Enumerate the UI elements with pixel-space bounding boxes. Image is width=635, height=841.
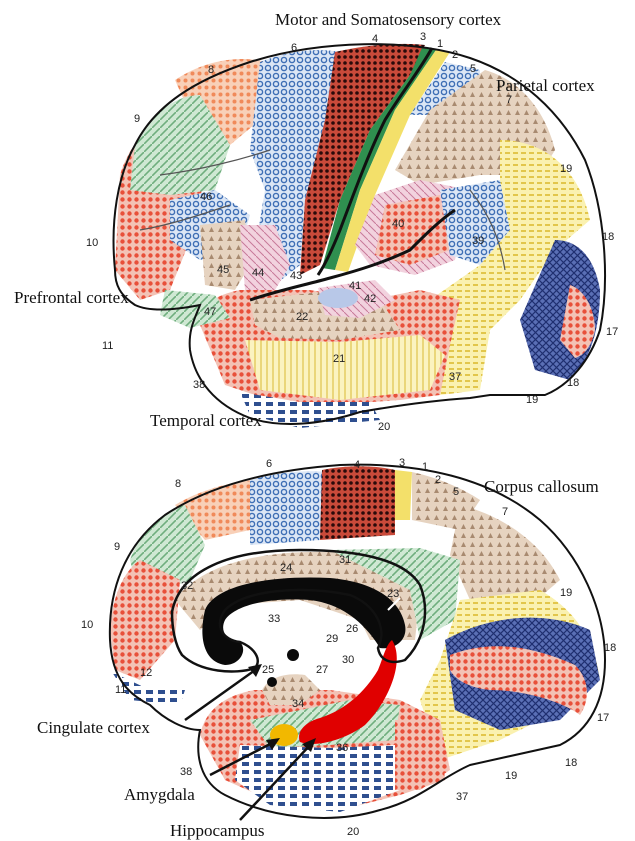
lat-area-9: 9 xyxy=(134,113,140,125)
fornix-dot xyxy=(267,677,277,687)
lat-area-10: 10 xyxy=(86,237,98,249)
med-area-9: 9 xyxy=(114,541,120,553)
region-m-area20-dashed xyxy=(235,745,400,812)
lat-area-21: 21 xyxy=(333,353,345,365)
lat-area-44: 44 xyxy=(252,267,264,279)
med-area-38: 38 xyxy=(180,766,192,778)
lat-area-22: 22 xyxy=(296,311,308,323)
label-temporal: Temporal cortex xyxy=(150,411,262,430)
med-area-8: 8 xyxy=(175,478,181,490)
label-cingulate: Cingulate cortex xyxy=(37,718,150,737)
lat-area-45: 45 xyxy=(217,264,229,276)
lat-area-47: 47 xyxy=(204,306,216,318)
med-area-1: 1 xyxy=(422,461,428,473)
med-area-30: 30 xyxy=(342,654,354,666)
label-parietal: Parietal cortex xyxy=(496,76,595,95)
med-area-27: 27 xyxy=(316,664,328,676)
med-area-29: 29 xyxy=(326,633,338,645)
med-area-2: 2 xyxy=(435,474,441,486)
med-area-5: 5 xyxy=(453,486,459,498)
lat-area-8: 8 xyxy=(208,64,214,76)
region-m-area6-blue xyxy=(250,471,325,545)
med-area-36: 36 xyxy=(336,742,348,754)
medial-view xyxy=(110,465,605,818)
label-corpus-callosum: Corpus callosum xyxy=(484,477,599,496)
lat-area-38: 38 xyxy=(193,379,205,391)
med-area-19b: 19 xyxy=(505,770,517,782)
lat-area-18a: 18 xyxy=(602,231,614,243)
lat-area-39: 39 xyxy=(472,235,484,247)
lat-area-5: 5 xyxy=(470,63,476,75)
med-area-12: 12 xyxy=(140,667,152,679)
region-m-area3-yellow xyxy=(395,470,412,520)
med-area-3: 3 xyxy=(399,457,405,469)
lat-area-4: 4 xyxy=(372,33,378,45)
label-motor-somatosensory: Motor and Somatosensory cortex xyxy=(275,10,502,29)
lat-area-2: 2 xyxy=(452,49,458,61)
med-area-20: 20 xyxy=(347,826,359,838)
lat-area-11: 11 xyxy=(102,340,113,352)
region-m-prefrontal-red xyxy=(110,560,180,680)
anterior-commissure xyxy=(287,649,299,661)
med-area-26: 26 xyxy=(346,623,358,635)
lat-area-7: 7 xyxy=(506,94,512,106)
lateral-view xyxy=(114,44,605,428)
med-area-24: 24 xyxy=(280,562,292,574)
med-area-17: 17 xyxy=(597,712,609,724)
lat-area-37: 37 xyxy=(449,371,461,383)
lat-area-40: 40 xyxy=(392,218,404,230)
med-area-11: 11 xyxy=(115,684,126,696)
label-hippocampus: Hippocampus xyxy=(170,821,264,840)
region-area21-yellow xyxy=(245,335,445,400)
lat-area-19a: 19 xyxy=(560,163,572,175)
label-amygdala: Amygdala xyxy=(124,785,195,804)
lat-area-18b: 18 xyxy=(567,377,579,389)
lat-area-1: 1 xyxy=(437,38,443,50)
med-area-10: 10 xyxy=(81,619,93,631)
lat-area-42: 42 xyxy=(364,293,376,305)
med-area-31: 31 xyxy=(339,554,351,566)
lat-area-17: 17 xyxy=(606,326,618,338)
label-prefrontal: Prefrontal cortex xyxy=(14,288,129,307)
med-area-33: 33 xyxy=(268,613,280,625)
med-area-18a: 18 xyxy=(604,642,616,654)
lat-area-43: 43 xyxy=(290,270,302,282)
med-area-19a: 19 xyxy=(560,587,572,599)
med-area-18b: 18 xyxy=(565,757,577,769)
med-area-25: 25 xyxy=(262,664,274,676)
region-m-area4-dark xyxy=(320,466,395,540)
lat-area-20: 20 xyxy=(378,421,390,433)
med-area-4: 4 xyxy=(354,459,360,471)
med-area-23: 23 xyxy=(387,588,399,600)
med-area-32: 32 xyxy=(181,580,193,592)
lat-area-41: 41 xyxy=(349,280,361,292)
med-area-7: 7 xyxy=(502,506,508,518)
lat-area-19b: 19 xyxy=(526,394,538,406)
med-area-6: 6 xyxy=(266,458,272,470)
lat-area-46: 46 xyxy=(200,191,212,203)
med-area-34: 34 xyxy=(292,698,304,710)
med-area-37: 37 xyxy=(456,791,468,803)
lat-area-3: 3 xyxy=(420,31,426,43)
lat-area-6: 6 xyxy=(291,42,297,54)
